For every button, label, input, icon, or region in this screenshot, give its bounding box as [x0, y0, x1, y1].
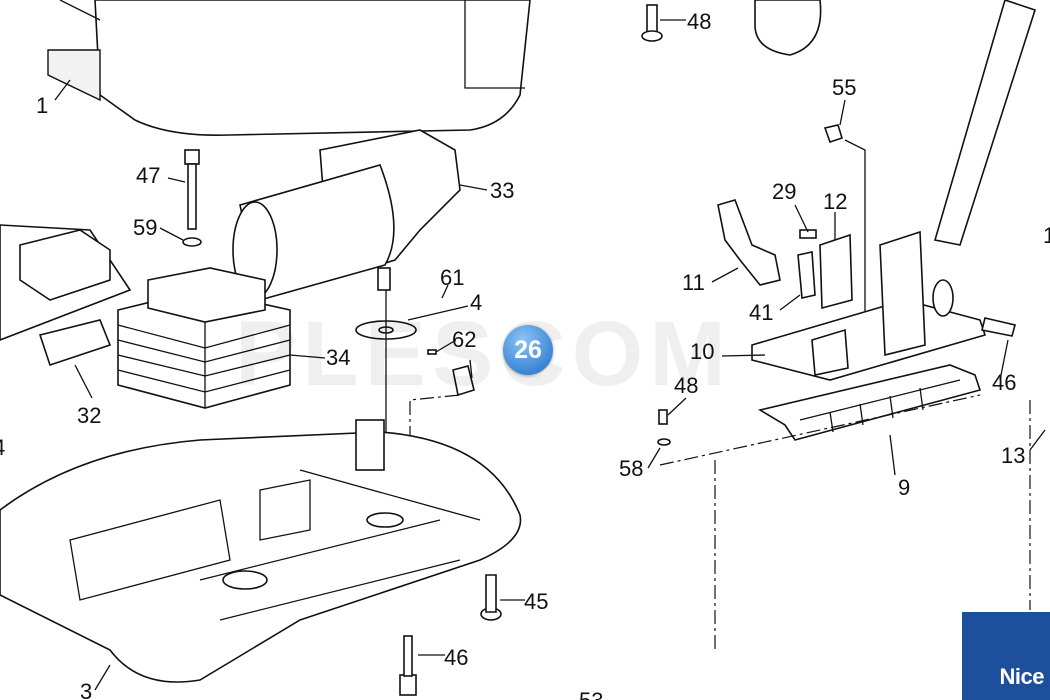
- label-part-9: 9: [898, 475, 910, 500]
- label-part-34: 34: [326, 345, 350, 370]
- label-part-11: 11: [682, 270, 705, 295]
- label-part-62: 62: [452, 327, 476, 352]
- highlighted-part-badge[interactable]: 26: [503, 325, 553, 375]
- leader-lines: [54, 19, 1046, 691]
- label-part-33: 33: [490, 178, 514, 203]
- screw-47: [182, 149, 202, 247]
- lever-assembly: [717, 199, 853, 310]
- label-part-10: 10: [690, 339, 714, 364]
- label-part-45: 45: [524, 589, 548, 614]
- label-part-61: 61: [440, 265, 464, 290]
- watermark-text: PLESCOM: [235, 303, 732, 405]
- label-part-48-top: 48: [687, 9, 711, 34]
- brand-logo: Nice: [962, 612, 1050, 700]
- transformer-part: [117, 267, 291, 409]
- label-part-4-left: 4: [0, 435, 5, 460]
- screw-48-58: [657, 409, 671, 446]
- label-part-53: 53: [579, 688, 603, 700]
- right-parts: [641, 0, 1037, 330]
- label-part-1: 1: [36, 93, 48, 118]
- label-part-3: 3: [80, 679, 92, 700]
- screw-45: [480, 574, 502, 621]
- motor-part: [232, 129, 461, 302]
- label-part-46-bottom: 46: [444, 645, 468, 670]
- label-part-41: 41: [749, 300, 773, 325]
- label-part-4: 4: [470, 290, 482, 315]
- label-part-55: 55: [832, 75, 856, 100]
- base-part: [0, 419, 522, 683]
- label-part-12: 12: [823, 189, 847, 214]
- label-part-59: 59: [133, 215, 157, 240]
- label-part-14: 14: [1043, 223, 1050, 248]
- label-part-46-right: 46: [992, 370, 1016, 395]
- label-part-32: 32: [77, 403, 101, 428]
- cover-part: [47, 0, 531, 137]
- rack-9: [659, 364, 1031, 650]
- board-part: [0, 224, 132, 367]
- label-part-48-mid: 48: [674, 373, 698, 398]
- label-part-47: 47: [136, 163, 160, 188]
- brand-logo-text: Nice: [999, 664, 1045, 689]
- label-part-29: 29: [772, 179, 796, 204]
- plate-10: [751, 230, 1016, 381]
- label-part-58: 58: [619, 456, 643, 481]
- small-parts: [355, 290, 475, 520]
- screw-46-bottom: [399, 635, 417, 696]
- label-part-13: 13: [1001, 443, 1025, 468]
